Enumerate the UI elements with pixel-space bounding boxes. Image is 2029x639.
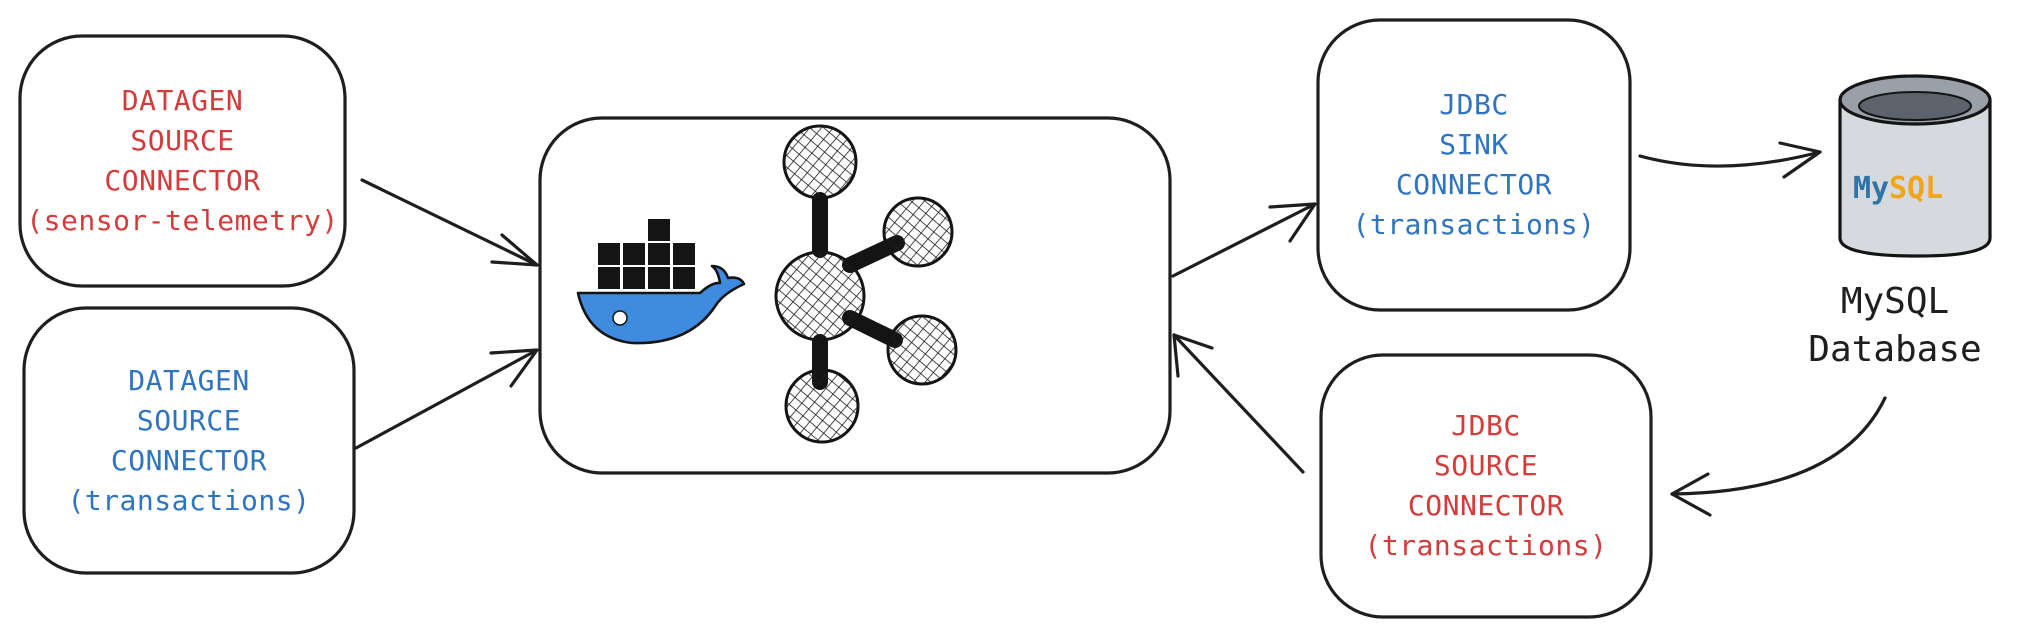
label-line: SOURCE bbox=[1433, 449, 1539, 482]
label-line: DATAGEN bbox=[128, 363, 250, 397]
label-line: SOURCE bbox=[130, 124, 235, 157]
docker-icon bbox=[576, 219, 746, 345]
mysql-logo-sql: SQL bbox=[1889, 171, 1943, 206]
label-line: CONNECTOR bbox=[1407, 489, 1565, 522]
label-line: SINK bbox=[1439, 128, 1509, 161]
datagen-transactions-box bbox=[22, 306, 356, 575]
kafka-icon bbox=[774, 124, 958, 444]
jdbc-sink-label: JDBC SINK CONNECTOR (transactions) bbox=[1318, 20, 1630, 310]
mysql-logo-my: My bbox=[1853, 171, 1889, 206]
label-line: CONNECTOR bbox=[104, 164, 261, 197]
label-line: JDBC bbox=[1451, 409, 1521, 442]
arrow-mysql-to-jdbc-source bbox=[1670, 396, 1887, 517]
datagen-sensor-box bbox=[18, 34, 347, 288]
label-line: (sensor-telemetry) bbox=[26, 204, 339, 237]
jdbc-source-label: JDBC SOURCE CONNECTOR (transactions) bbox=[1321, 355, 1651, 617]
label-line: DATAGEN bbox=[121, 84, 244, 117]
arrow-sink-to-mysql bbox=[1638, 141, 1822, 179]
label-line: CONNECTOR bbox=[1395, 168, 1553, 201]
label-line: MySQL bbox=[1840, 281, 1950, 322]
datagen-sensor-label: DATAGEN SOURCE CONNECTOR (sensor-telemet… bbox=[20, 36, 345, 286]
arrow-sensor-to-kafka bbox=[360, 178, 539, 267]
label-line: (transactions) bbox=[67, 483, 311, 517]
datagen-transactions-label: DATAGEN SOURCE CONNECTOR (transactions) bbox=[24, 308, 354, 573]
mysql-database-icon: My SQL bbox=[1838, 74, 1992, 258]
label-line: JDBC bbox=[1439, 88, 1509, 121]
label-line: SOURCE bbox=[136, 403, 242, 437]
jdbc-source-box bbox=[1319, 353, 1653, 619]
arrow-jdbc-source-to-kafka bbox=[1172, 333, 1305, 474]
mysql-database-label: MySQL Database bbox=[1770, 278, 2020, 374]
jdbc-sink-box bbox=[1316, 18, 1632, 312]
label-line: CONNECTOR bbox=[110, 443, 268, 477]
arrow-transactions-to-kafka bbox=[354, 348, 539, 450]
kafka-cluster-box bbox=[538, 116, 1172, 475]
label-line: (transactions) bbox=[1364, 529, 1608, 562]
label-line: (transactions) bbox=[1352, 208, 1596, 241]
arrow-kafka-to-sink bbox=[1171, 202, 1317, 278]
label-line: Database bbox=[1808, 329, 1982, 370]
